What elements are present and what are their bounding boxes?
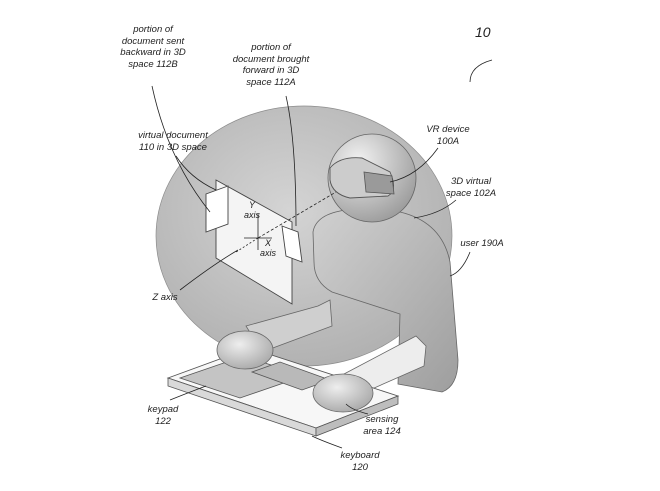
label-line: area 124 <box>363 425 401 437</box>
label-brought-forward: portion of document brought forward in 3… <box>226 42 316 88</box>
label-sent-backward: portion of document sent backward in 3D … <box>108 24 198 70</box>
label-line: document brought <box>232 53 310 65</box>
label-line: user 190A <box>460 238 504 249</box>
label-line: keypad <box>147 404 179 415</box>
figure-number: 10 <box>475 24 491 40</box>
label-sensing-area: sensing area 124 <box>352 414 412 437</box>
virtual-document <box>215 179 293 305</box>
keyboard-side <box>315 395 399 437</box>
label-virtual-space: 3D virtual space 102A <box>436 176 506 199</box>
label-line: virtual document <box>138 130 208 141</box>
label-line: 122 <box>155 415 171 427</box>
label-line: Y <box>248 200 255 210</box>
label-line: portion of <box>133 24 173 35</box>
label-line: 3D virtual <box>450 176 492 187</box>
label-line: axis <box>243 210 260 220</box>
label-user: user 190A <box>452 238 512 250</box>
leader-lines <box>151 59 493 449</box>
vr-headset-lens <box>363 171 395 195</box>
label-line: Z axis <box>152 292 178 303</box>
label-keyboard: keyboard 120 <box>330 450 390 473</box>
label-vr-device: VR device 100A <box>418 124 478 147</box>
label-line: VR device <box>426 124 470 135</box>
label-line: backward in 3D <box>120 47 186 58</box>
label-keypad: keypad 122 <box>138 404 188 427</box>
document-portion-forward <box>281 225 303 263</box>
gaze-dashed-line <box>257 191 337 239</box>
document-portion-backward <box>205 185 229 233</box>
label-line: forward in 3D <box>242 65 300 76</box>
label-y-axis: Y axis <box>240 200 264 220</box>
label-line: document sent <box>121 35 185 47</box>
label-line: portion of <box>251 42 291 53</box>
label-line: space 112A <box>246 76 296 88</box>
label-virtual-document: virtual document 110 in 3D space <box>128 130 218 153</box>
user-left-hand <box>216 330 274 370</box>
label-line: space 112B <box>128 58 178 70</box>
label-line: 120 <box>352 461 368 473</box>
axes <box>235 191 337 253</box>
label-z-axis: Z axis <box>140 292 190 304</box>
label-x-axis: X axis <box>256 238 280 258</box>
label-line: 100A <box>436 135 460 147</box>
label-line: 110 in 3D space <box>139 141 207 153</box>
user-right-hand <box>312 373 374 413</box>
label-line: sensing <box>365 414 399 425</box>
label-line: keyboard <box>340 450 380 461</box>
z-axis-line <box>235 237 259 253</box>
label-line: axis <box>259 248 276 258</box>
label-line: space 102A <box>445 187 497 199</box>
label-line: X <box>264 238 271 248</box>
